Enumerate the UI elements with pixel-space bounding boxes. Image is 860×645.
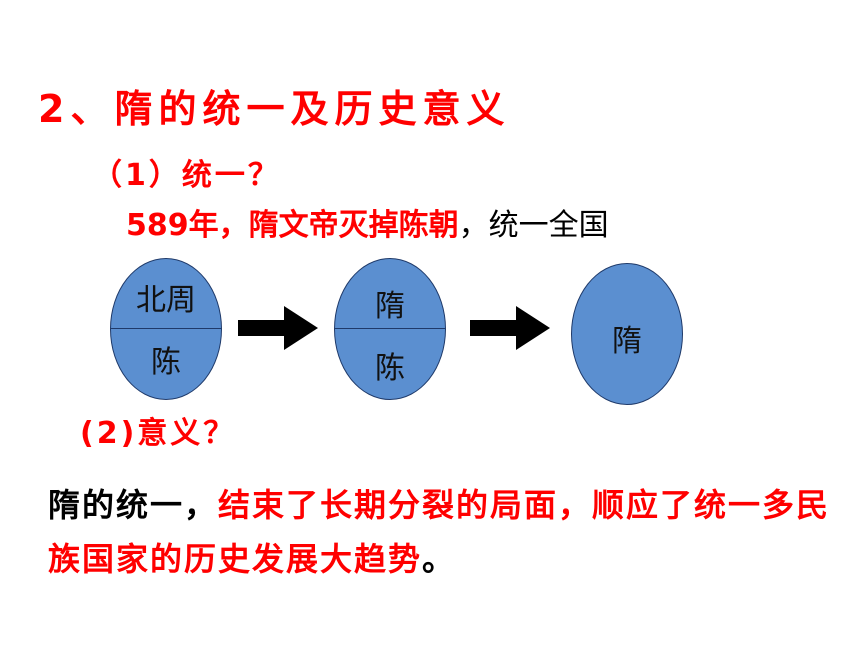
unification-fact: 589年，隋文帝灭掉陈朝，统一全国 [126, 200, 609, 244]
stage1-divider [111, 328, 221, 329]
conclusion-black-part: 隋的统一， [48, 486, 219, 524]
stage3-label: 隋 [612, 324, 642, 359]
ellipse-stage-2: 隋 陈 [334, 258, 446, 400]
fact-red-part: 589年，隋文帝灭掉陈朝 [126, 208, 459, 243]
stage1-top-label: 北周 [136, 283, 196, 318]
stage2-divider [335, 328, 445, 329]
stage2-bottom-label: 陈 [375, 351, 405, 386]
stage1-bottom-label: 陈 [151, 345, 181, 380]
slide-title: 2、隋的统一及历史意义 [38, 87, 511, 131]
significance-conclusion: 隋的统一，结束了长期分裂的局面，顺应了统一多民族国家的历史发展大趋势。 [48, 478, 838, 586]
stage2-top-label: 隋 [375, 289, 405, 324]
ellipse-stage-3: 隋 [571, 263, 683, 405]
conclusion-end-part: 。 [422, 540, 457, 578]
question-significance: (2)意义？ [80, 416, 237, 451]
ellipse-stage-1: 北周 陈 [110, 258, 222, 400]
right-arrow-icon [238, 306, 318, 350]
conclusion-red-part: 结束了长期分裂的局面，顺应了统一多民族国家的历史发展大趋势 [48, 486, 831, 578]
fact-black-part: ，统一全国 [458, 208, 609, 243]
question-unification: （1）统一？ [92, 158, 281, 193]
right-arrow-icon [470, 306, 550, 350]
